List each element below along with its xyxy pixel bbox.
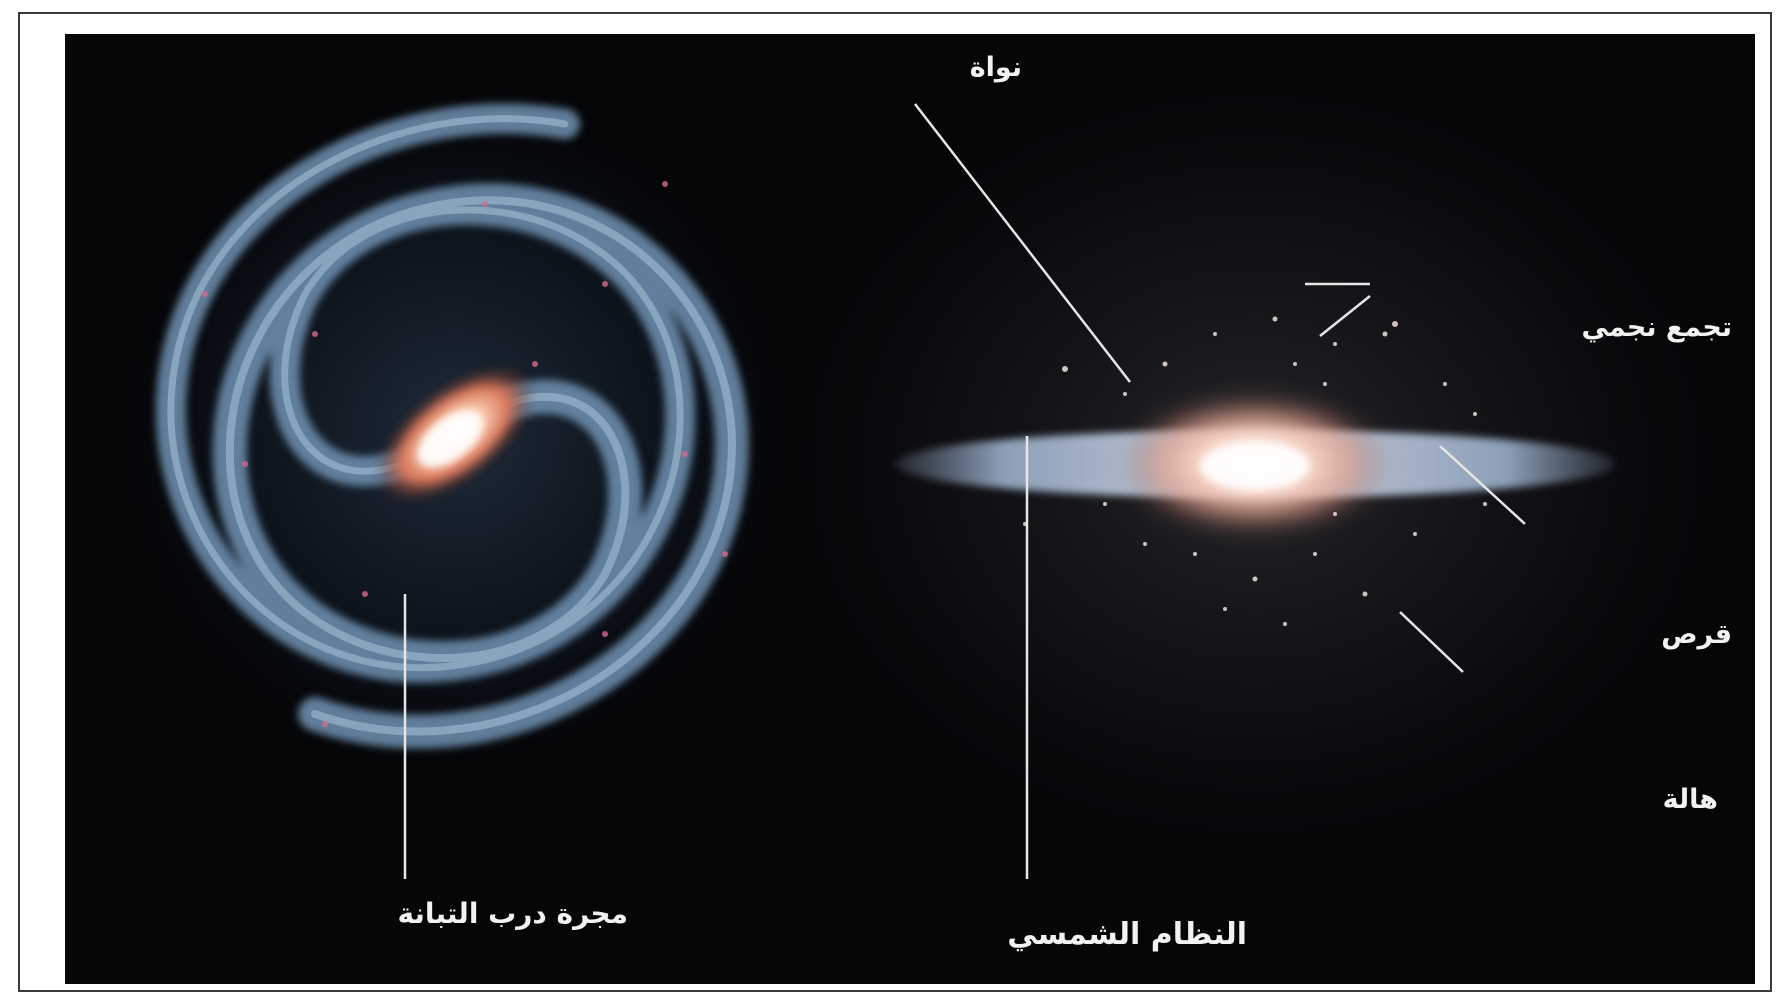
nucleus-label: نواة	[969, 52, 1022, 83]
disk-label: قرص	[1661, 619, 1732, 650]
galaxy-figure-panel: نواة تجمع نجمي قرص هالة مجرة درب التبانة…	[65, 34, 1755, 984]
disk-leader-line	[1439, 445, 1526, 525]
cluster-leader-line-2	[1319, 295, 1371, 337]
galaxy-illustration	[115, 34, 1755, 894]
nucleus-leader-line	[914, 103, 1131, 383]
halo-label: هالة	[1662, 784, 1718, 815]
star-cluster-label: تجمع نجمي	[1581, 312, 1732, 343]
solar-system-label: النظام الشمسي	[1007, 917, 1247, 952]
milky-way-label: مجرة درب التبانة	[397, 897, 628, 930]
halo-leader-line	[1399, 611, 1464, 673]
spiral-galaxy-image	[115, 94, 795, 774]
leader-lines	[403, 103, 1526, 879]
edge-on-galaxy-image	[735, 34, 1755, 894]
